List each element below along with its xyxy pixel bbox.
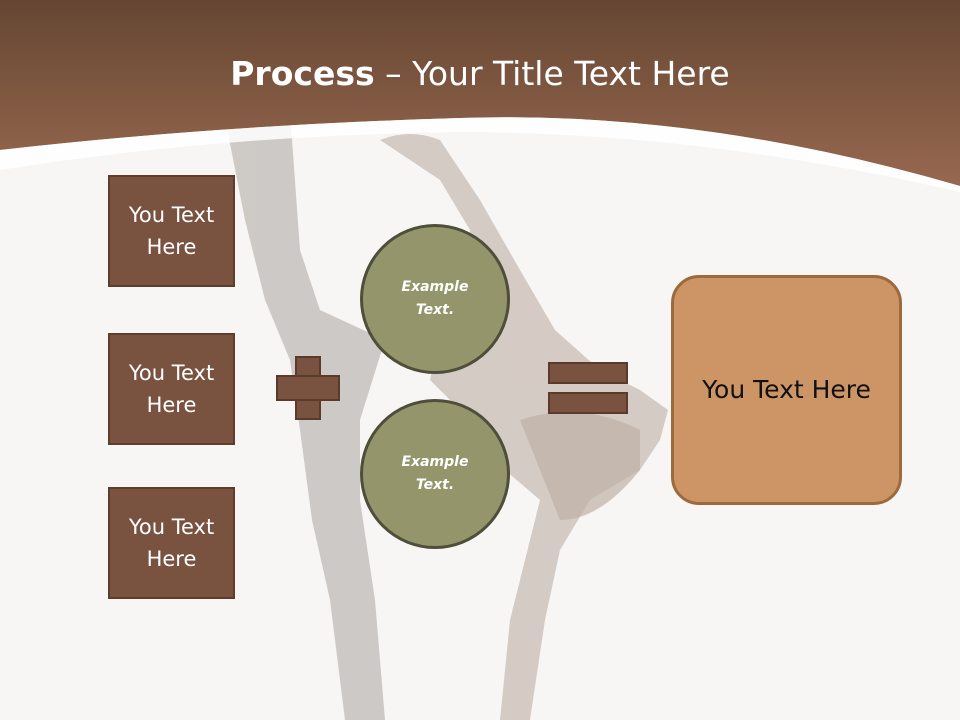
- example-circle-2: Example Text.: [360, 399, 510, 549]
- title-rest: – Your Title Text Here: [374, 54, 730, 93]
- text-box-1: You Text Here: [108, 175, 235, 287]
- header-band: [0, 0, 960, 186]
- example-circle-1: Example Text.: [360, 224, 510, 374]
- result-box: You Text Here: [671, 275, 902, 505]
- text-box-2: You Text Here: [108, 333, 235, 445]
- text-box-3: You Text Here: [108, 487, 235, 599]
- title-bold: Process: [230, 54, 375, 93]
- header-swoosh: [0, 117, 960, 192]
- slide-title: Process – Your Title Text Here: [0, 52, 960, 96]
